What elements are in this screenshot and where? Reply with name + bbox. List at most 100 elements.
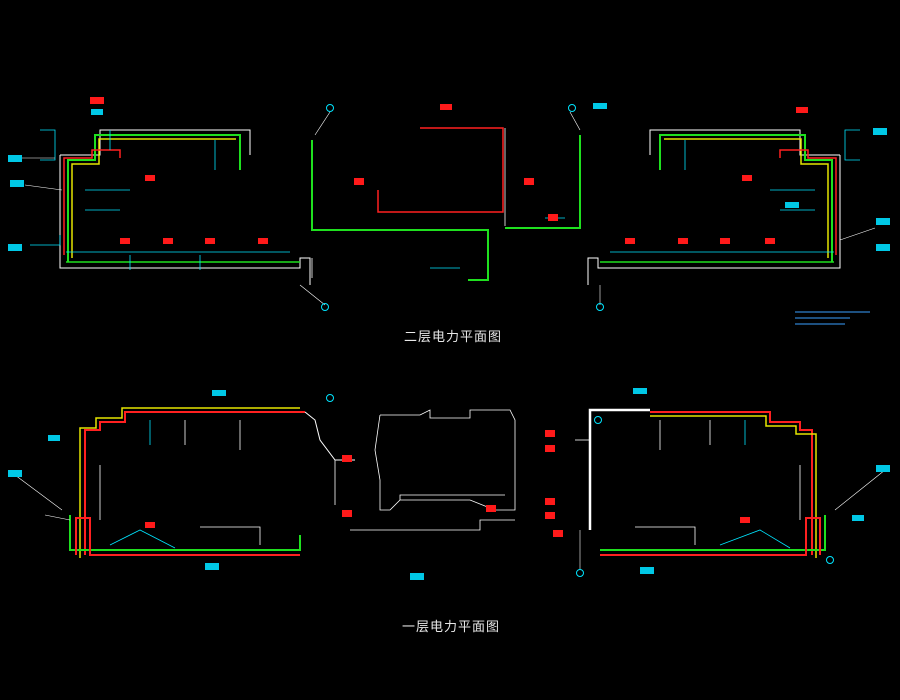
lower-right-wing	[545, 388, 890, 577]
trunk-red	[84, 411, 305, 555]
wing-outline	[587, 155, 841, 285]
lower-left-wing	[8, 390, 355, 570]
end-marker	[326, 394, 334, 402]
tag-box	[205, 563, 219, 570]
circuit-line	[844, 129, 860, 161]
tag-box	[852, 515, 864, 521]
tag-box	[876, 465, 890, 472]
trunk-yellow	[650, 415, 817, 558]
equipment-box	[742, 175, 752, 181]
equipment-box	[678, 238, 688, 244]
equipment-box	[740, 517, 750, 523]
leader-line	[299, 284, 326, 306]
circuit-line	[30, 235, 61, 246]
lower-center-block	[350, 409, 516, 580]
equipment-box	[342, 455, 352, 462]
lower-plan-title: 一层电力平面图	[402, 620, 501, 635]
equipment-box	[545, 512, 555, 519]
wall-line	[399, 494, 505, 500]
wall-outline	[374, 409, 516, 511]
tag-box	[8, 470, 22, 477]
equipment-box	[548, 214, 558, 221]
equipment-box	[625, 238, 635, 244]
equipment-box	[205, 238, 215, 244]
leader-line	[14, 474, 63, 511]
trunk-white	[588, 408, 650, 530]
trunk-yellow	[71, 138, 236, 258]
equipment-box	[765, 238, 775, 244]
trunk-red	[600, 517, 821, 556]
circuit-line	[109, 529, 176, 549]
tag-box	[876, 218, 890, 225]
trunk-red	[650, 411, 813, 555]
leader-line	[314, 111, 331, 136]
tag-box	[10, 180, 24, 187]
circuit-line	[200, 526, 261, 545]
tag-box	[212, 390, 226, 396]
upper-plan-title: 二层电力平面图	[404, 330, 503, 345]
equipment-box	[342, 510, 352, 517]
trunk-red	[63, 149, 121, 255]
equipment-box	[545, 498, 555, 505]
leader-line	[44, 514, 71, 521]
wing-outline	[59, 155, 311, 285]
equipment-box	[145, 522, 155, 528]
tag-box	[876, 244, 890, 251]
tag-box	[593, 103, 607, 109]
tag-box	[785, 202, 799, 208]
trunk-yellow	[664, 138, 829, 258]
trunk-green	[600, 515, 826, 551]
tag-box	[873, 128, 887, 135]
tag-box	[48, 435, 60, 441]
equipment-box	[258, 238, 268, 244]
wing-outline-top	[60, 129, 251, 156]
tag-box	[440, 104, 452, 110]
equipment-box	[545, 430, 555, 437]
end-marker	[321, 303, 329, 311]
trunk-red	[377, 127, 504, 213]
trunk-green	[69, 515, 301, 551]
upper-right-wing	[587, 107, 890, 325]
end-marker	[326, 104, 334, 112]
trunk-green	[505, 135, 581, 229]
equipment-box	[145, 175, 155, 181]
equipment-box	[354, 178, 364, 185]
equipment-box	[553, 530, 563, 537]
end-marker	[826, 556, 834, 564]
tag-box	[633, 388, 647, 394]
equipment-box	[163, 238, 173, 244]
tag-box	[91, 109, 103, 115]
tag-box	[8, 244, 22, 251]
trunk-green	[311, 140, 489, 281]
trunk-green	[659, 134, 833, 262]
trunk-red	[75, 517, 300, 556]
leader-line	[839, 227, 876, 241]
wall-line	[304, 411, 355, 461]
leader-line	[569, 111, 581, 131]
equipment-box	[486, 505, 496, 512]
tag-box	[410, 573, 424, 580]
lower-floor-plan	[8, 388, 890, 580]
leader-line	[24, 184, 63, 191]
upper-center-block	[311, 103, 607, 281]
trunk-yellow	[79, 407, 300, 558]
equipment-box	[545, 445, 555, 452]
tag-box	[640, 567, 654, 574]
end-marker	[596, 303, 604, 311]
upper-left-wing	[8, 97, 329, 311]
circuit-line	[40, 129, 56, 161]
wing-outline-top	[649, 129, 840, 156]
tag-box	[796, 107, 808, 113]
circuit-line	[635, 526, 696, 545]
equipment-box	[120, 238, 130, 244]
end-marker	[594, 416, 602, 424]
tag-box	[8, 155, 22, 162]
trunk-green	[67, 134, 241, 262]
end-marker	[576, 569, 584, 577]
equipment-box	[524, 178, 534, 185]
circuit-line	[350, 519, 515, 531]
leader-line	[834, 469, 886, 511]
circuit-line	[719, 529, 791, 549]
